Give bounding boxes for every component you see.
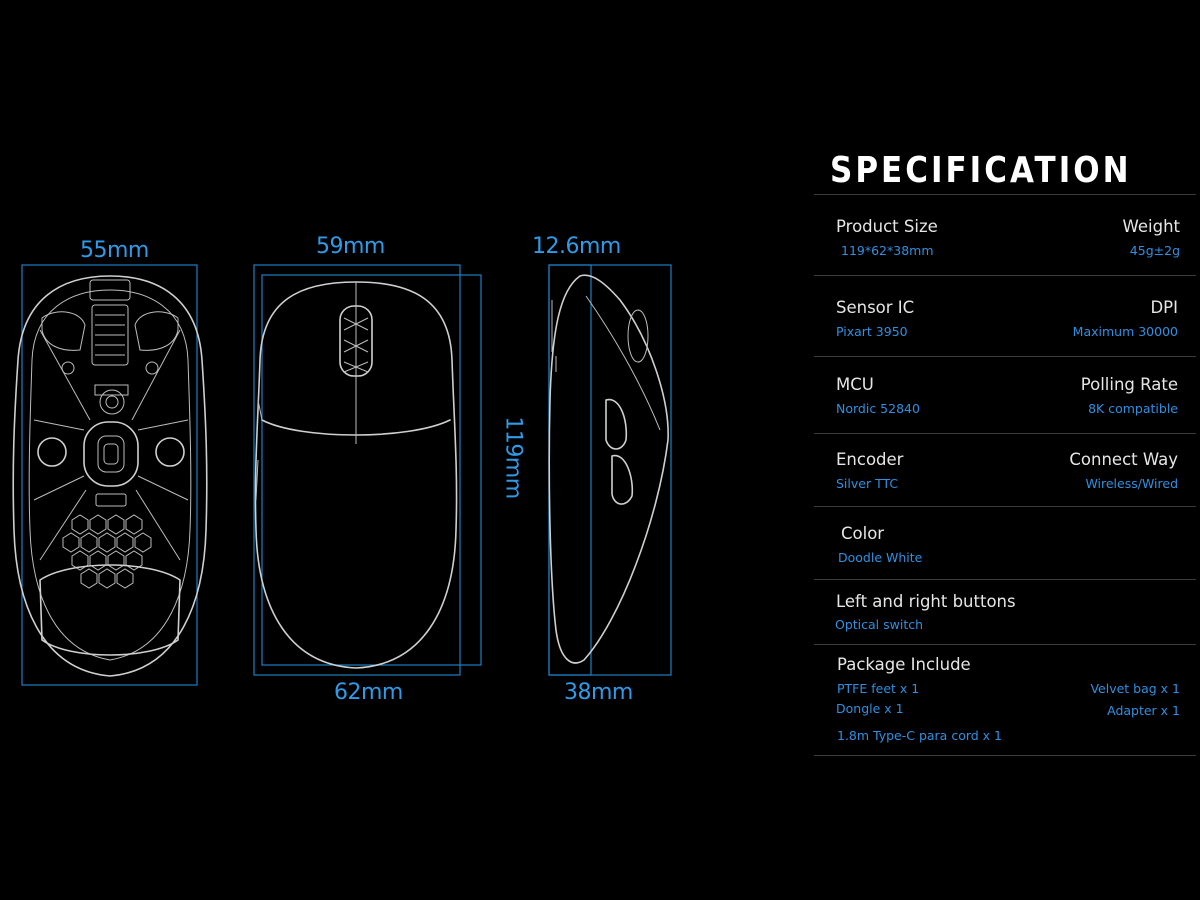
dim-bottom-width: 55mm: [80, 238, 149, 263]
spec-label: MCU: [836, 375, 874, 394]
spec-value: 8K compatible: [1088, 401, 1178, 416]
spec-value: Doodle White: [838, 550, 923, 565]
spec-label: Sensor IC: [836, 298, 915, 317]
spec-row-mcu-polling: MCU Nordic 52840 Polling Rate 8K compati…: [814, 356, 1196, 433]
spec-value: Silver TTC: [836, 476, 899, 491]
spec-value: 119*62*38mm: [841, 243, 934, 258]
dim-top-width: 59mm: [316, 234, 385, 259]
spec-row-package: Package Include PTFE feet x 1 Velvet bag…: [814, 644, 1196, 756]
spec-row-color: Color Doodle White: [814, 506, 1196, 579]
spec-row-encoder-connect: Encoder Silver TTC Connect Way Wireless/…: [814, 433, 1196, 506]
spec-label: Connect Way: [1069, 450, 1178, 469]
mouse-top-view: [253, 264, 482, 676]
spec-row-buttons: Left and right buttons Optical switch: [814, 579, 1196, 644]
mouse-drawings: [12, 264, 672, 686]
spec-label: Weight: [1122, 217, 1180, 236]
package-item: Dongle x 1: [836, 701, 904, 716]
mouse-bottom-view: [12, 264, 208, 686]
package-item: 1.8m Type-C para cord x 1: [837, 728, 1002, 743]
package-item: PTFE feet x 1: [837, 681, 920, 696]
spec-label: Polling Rate: [1080, 375, 1178, 394]
spec-label: Color: [841, 524, 885, 543]
package-item: Velvet bag x 1: [1090, 681, 1180, 696]
dim-height: 38mm: [564, 680, 633, 705]
spec-label: Left and right buttons: [836, 592, 1016, 611]
spec-value: Pixart 3950: [836, 324, 908, 339]
spec-title: SPECIFICATION: [830, 150, 1132, 192]
spec-value: Maximum 30000: [1072, 324, 1178, 339]
spec-label: Encoder: [836, 450, 904, 469]
spec-value: 45g±2g: [1129, 243, 1180, 258]
package-item: Adapter x 1: [1107, 703, 1180, 718]
dim-length: 119mm: [500, 416, 526, 499]
spec-value: Wireless/Wired: [1085, 476, 1178, 491]
spec-label: Package Include: [837, 655, 971, 674]
mouse-side-view: [548, 264, 672, 676]
dim-side-depth: 12.6mm: [532, 234, 621, 259]
spec-label: DPI: [1150, 298, 1178, 317]
spec-value: Nordic 52840: [836, 401, 920, 416]
spec-row-sensor-dpi: Sensor IC Pixart 3950 DPI Maximum 30000: [814, 275, 1196, 356]
spec-value: Optical switch: [835, 617, 924, 632]
spec-row-size-weight: Product Size 119*62*38mm Weight 45g±2g: [814, 194, 1196, 275]
specification-panel: SPECIFICATION Product Size 119*62*38mm W…: [814, 150, 1196, 756]
dim-overall-width: 62mm: [334, 680, 403, 705]
spec-label: Product Size: [836, 217, 938, 236]
